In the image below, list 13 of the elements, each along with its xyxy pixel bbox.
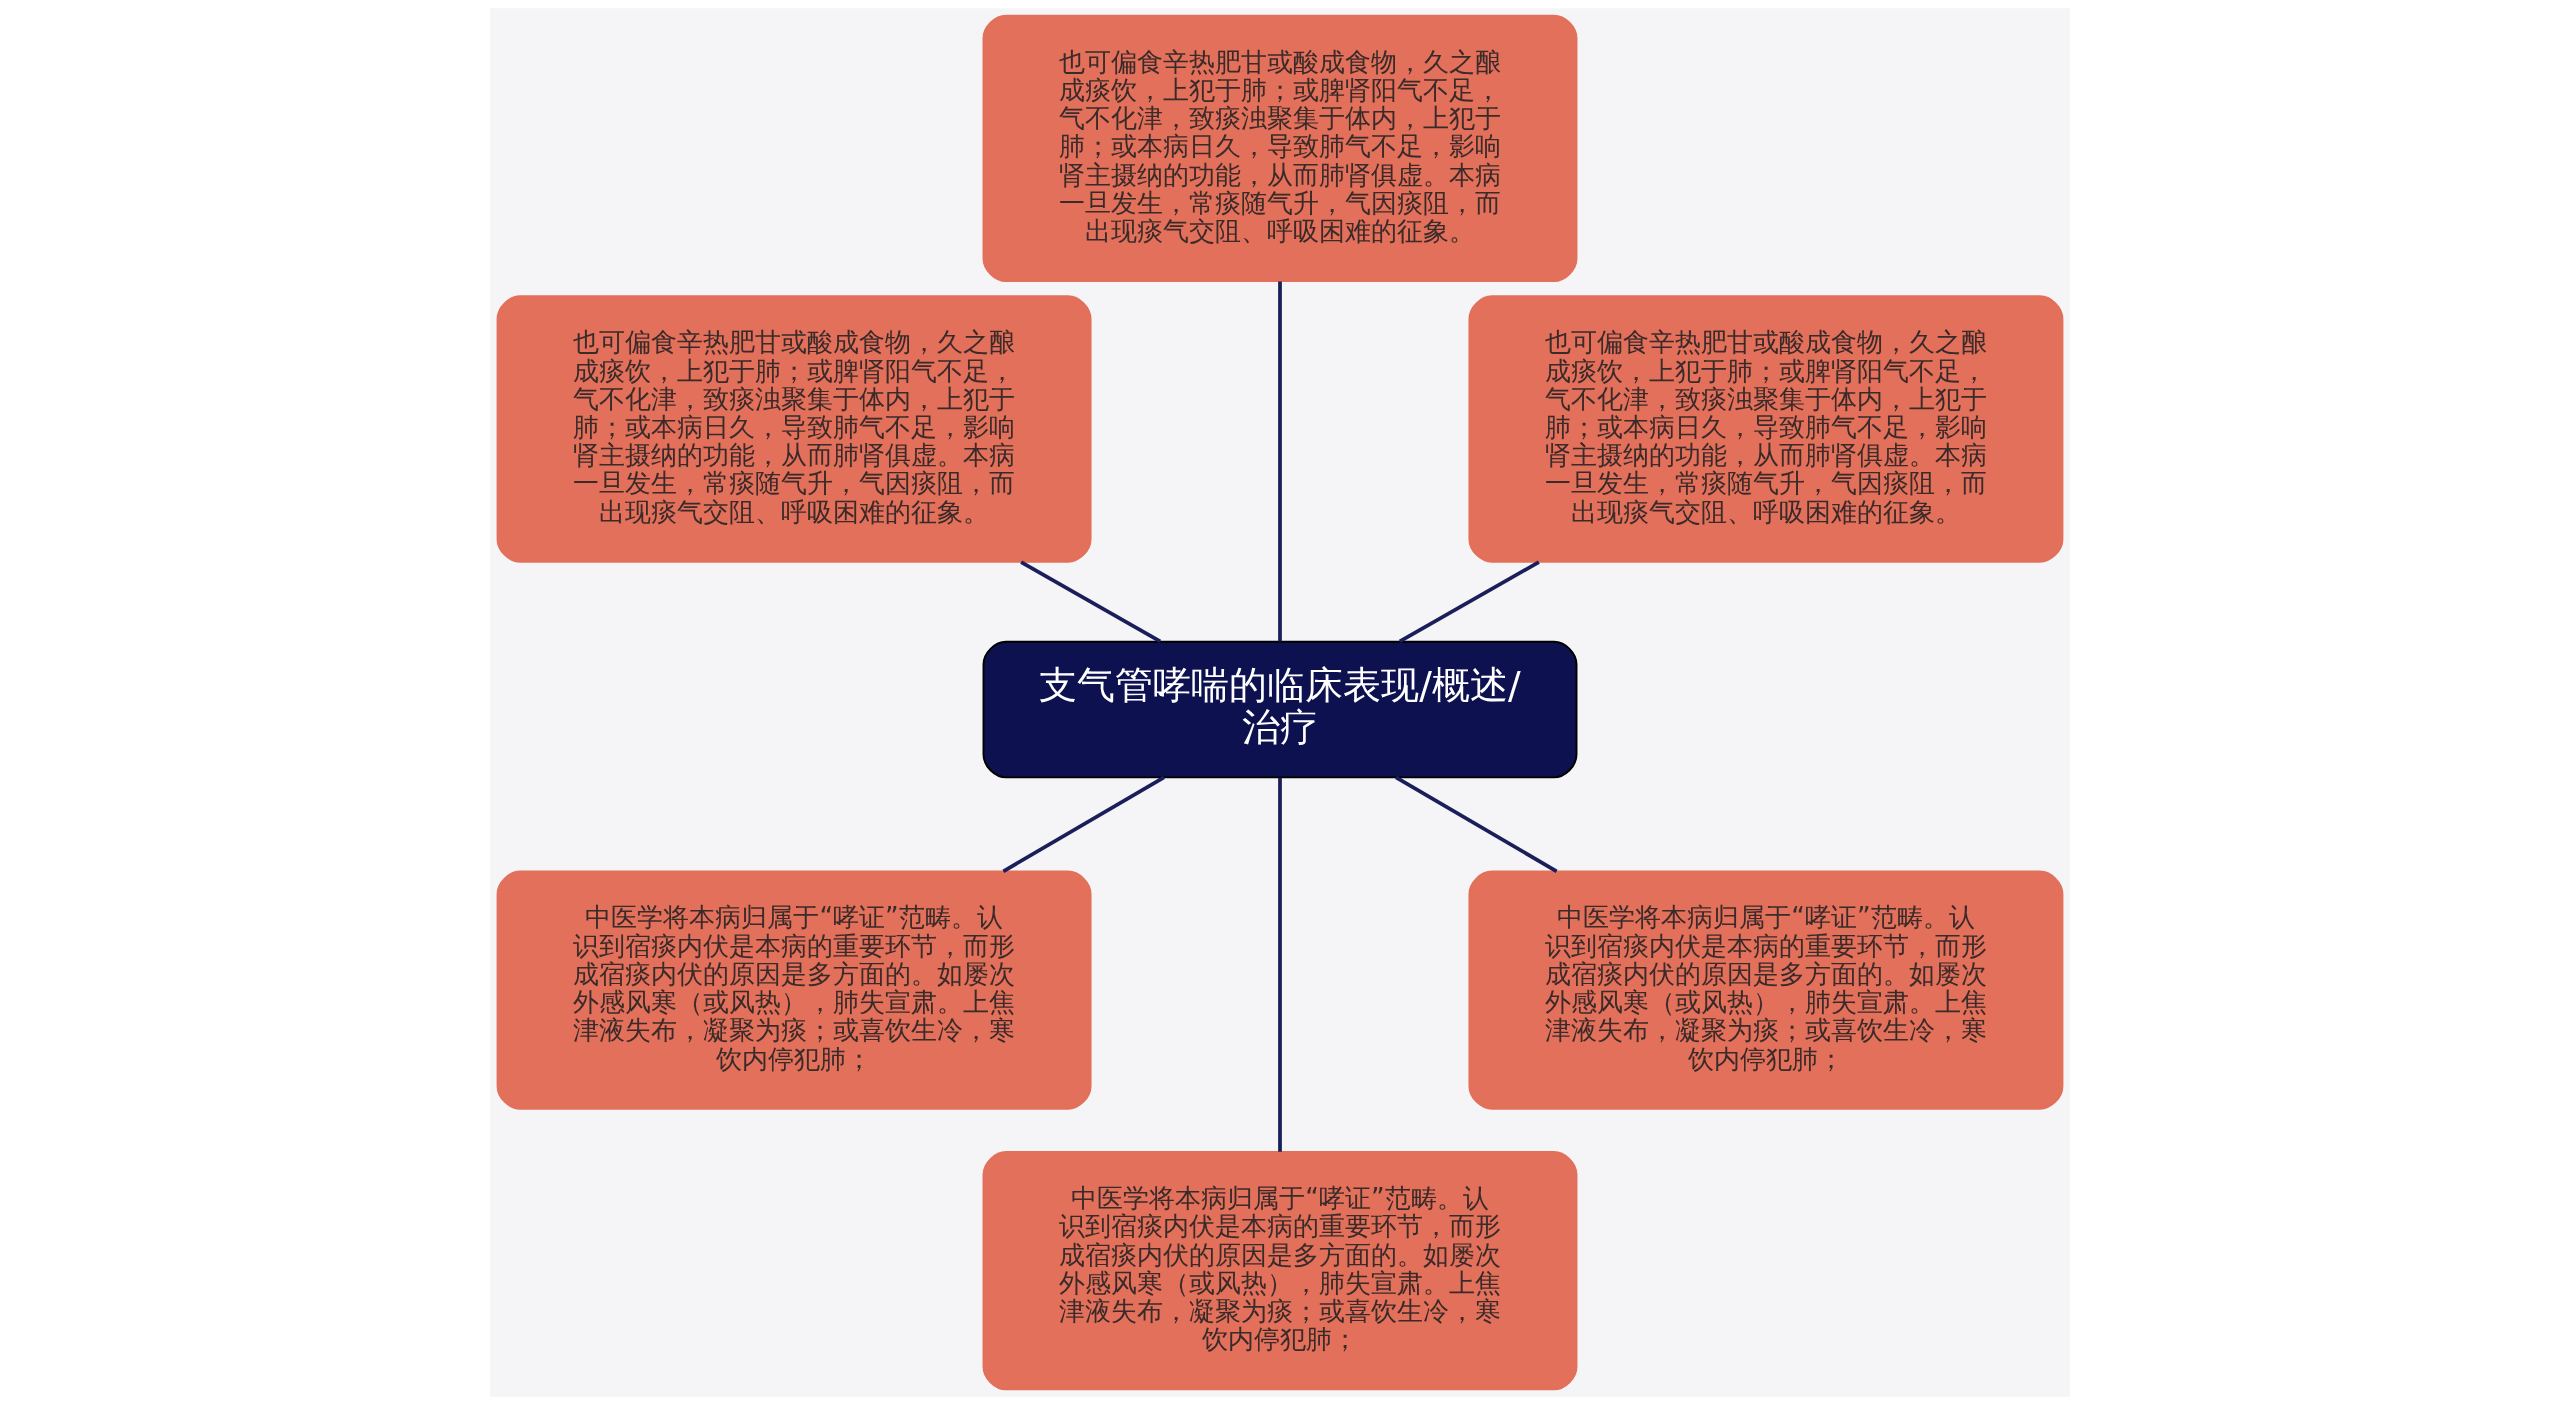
connector: [1398, 560, 1540, 643]
connector: [1278, 777, 1282, 1152]
node-box: 也可偏食辛热肥甘或酸成食物，久之酿成痰饮，上犯于肺；或脾肾阳气不足，气不化津，致痰浊聚集于体内，上犯于肺；或本病日久，导致肺气不足，影响肾主摄纳的功能，从而肺肾俱虚。本病一旦发生，常痰随气升，气因痰阻，而出现痰气交阻、呼吸困难的征象。: [1468, 295, 2064, 563]
connector: [1002, 775, 1165, 873]
node-box: 中医学将本病归属于“哮证”范畴。认识到宿痰内伏是本病的重要环节，而形成宿痰内伏的原因是多方面的。如屡次外感风寒（或风热），肺失宣肃。上焦津液失布，凝聚为痰；或喜饮生冷，寒饮内停犯肺；: [982, 1151, 1578, 1391]
connector: [1020, 560, 1162, 643]
node-box: 也可偏食辛热肥甘或酸成食物，久之酿成痰饮，上犯于肺；或脾肾阳气不足，气不化津，致痰浊聚集于体内，上犯于肺；或本病日久，导致肺气不足，影响肾主摄纳的功能，从而肺肾俱虚。本病一旦发生，常痰随气升，气因痰阻，而出现痰气交阻、呼吸困难的征象。: [496, 295, 1092, 563]
connector: [1278, 281, 1282, 642]
connector: [1395, 775, 1558, 873]
node-box: 也可偏食辛热肥甘或酸成食物，久之酿成痰饮，上犯于肺；或脾肾阳气不足，气不化津，致痰浊聚集于体内，上犯于肺；或本病日久，导致肺气不足，影响肾主摄纳的功能，从而肺肾俱虚。本病一旦发生，常痰随气升，气因痰阻，而出现痰气交阻、呼吸困难的征象。: [982, 14, 1578, 283]
node-box: 中医学将本病归属于“哮证”范畴。认识到宿痰内伏是本病的重要环节，而形成宿痰内伏的原因是多方面的。如屡次外感风寒（或风热），肺失宣肃。上焦津液失布，凝聚为痰；或喜饮生冷，寒饮内停犯肺；: [496, 870, 1092, 1110]
node-box: 支气管哮喘的临床表现/概述/治疗: [982, 640, 1578, 779]
node-box: 中医学将本病归属于“哮证”范畴。认识到宿痰内伏是本病的重要环节，而形成宿痰内伏的原因是多方面的。如屡次外感风寒（或风热），肺失宣肃。上焦津液失布，凝聚为痰；或喜饮生冷，寒饮内停犯肺；: [1468, 870, 2064, 1110]
